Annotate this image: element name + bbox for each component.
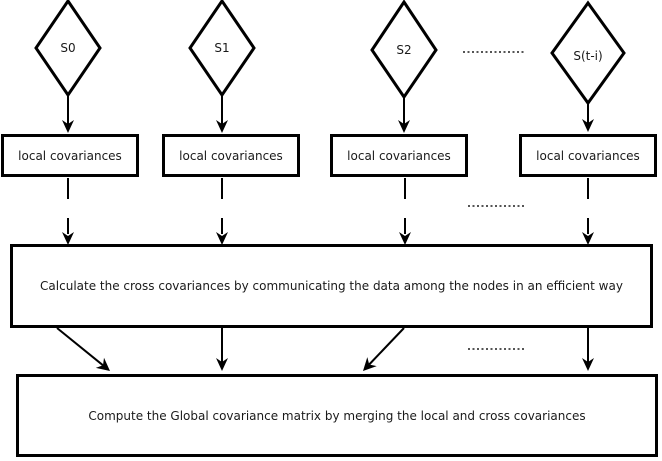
- node-label-sti: S(t-i): [573, 49, 603, 63]
- arrow-sti-to-local4: [582, 103, 594, 132]
- arrow-head: [582, 232, 594, 245]
- arrow-head: [216, 232, 228, 245]
- local-covariances-label-1: local covariances: [18, 148, 122, 163]
- arrow-cross-to-global-3: [363, 327, 405, 371]
- arrow-s0-to-local1: [62, 95, 74, 133]
- local-covariances-box-4: local covariances: [519, 134, 657, 177]
- arrow-s1-to-local2: [216, 95, 228, 133]
- node-label-s0: S0: [60, 41, 76, 55]
- arrow-head: [216, 120, 228, 133]
- local-covariances-box-1: local covariances: [1, 134, 139, 177]
- arrow-head: [582, 119, 594, 132]
- arrow-cross-to-global-4: [582, 328, 594, 371]
- node-label-s1: S1: [214, 41, 230, 55]
- local-covariances-label-4: local covariances: [536, 148, 640, 163]
- local-covariances-label-2: local covariances: [179, 148, 283, 163]
- arrow-s2-to-local3: [398, 97, 410, 133]
- arrow-head: [398, 120, 410, 133]
- arrow-head: [216, 358, 228, 371]
- local-covariances-box-2: local covariances: [162, 134, 300, 177]
- arrow-head: [399, 232, 411, 245]
- local-covariances-box-3: local covariances: [330, 134, 468, 177]
- arrow-head: [582, 358, 594, 371]
- dashed-arrow-local1-to-cross: [62, 178, 74, 245]
- cross-covariances-box: Calculate the cross covariances by commu…: [10, 244, 653, 328]
- arrow-cross-to-global-1: [56, 327, 110, 371]
- node-label-s2: S2: [396, 43, 412, 57]
- local-covariances-label-3: local covariances: [347, 148, 451, 163]
- arrow-head: [95, 357, 110, 371]
- dashed-arrow-local3-to-cross: [399, 178, 411, 245]
- dashed-arrow-local4-to-cross: [582, 178, 594, 245]
- arrow-cross-to-global-2: [216, 328, 228, 371]
- global-covariance-label: Compute the Global covariance matrix by …: [88, 408, 586, 423]
- dashed-arrow-local2-to-cross: [216, 178, 228, 245]
- arrow-head: [62, 120, 74, 133]
- arrow-head: [62, 232, 74, 245]
- arrow-head: [363, 357, 377, 371]
- cross-covariances-label: Calculate the cross covariances by commu…: [40, 279, 623, 293]
- global-covariance-box: Compute the Global covariance matrix by …: [16, 374, 658, 457]
- arrow-shaft: [368, 327, 405, 366]
- arrow-shaft: [56, 327, 104, 367]
